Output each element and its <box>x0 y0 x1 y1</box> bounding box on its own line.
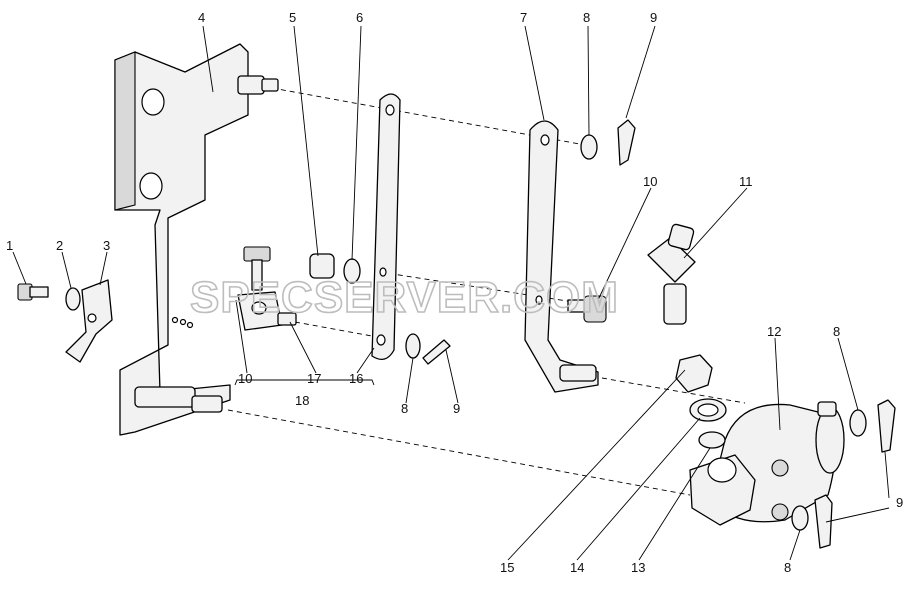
cotter-pin-lower-part <box>422 339 451 365</box>
leader-lines <box>12 25 890 561</box>
callout-5: 5 <box>289 10 296 25</box>
callout-11: 11 <box>739 174 753 189</box>
callout-13: 13 <box>631 560 645 575</box>
callout-4: 4 <box>198 10 205 25</box>
mounting-plate-part <box>65 279 113 363</box>
washer-right-upper-part <box>849 409 867 437</box>
nut-part <box>309 253 335 279</box>
swivel-fitting-part <box>647 223 696 325</box>
gasket-part <box>689 398 727 422</box>
clamp-bolt-part <box>237 246 297 331</box>
callout-8-middle: 8 <box>401 401 408 416</box>
callout-1: 1 <box>6 238 13 253</box>
callout-17: 17 <box>307 371 321 386</box>
callout-10-right: 10 <box>643 174 657 189</box>
o-ring-part <box>698 431 726 449</box>
washer-upper-part <box>580 134 598 160</box>
callout-18: 18 <box>295 393 309 408</box>
callout-16: 16 <box>349 371 363 386</box>
callout-9-middle: 9 <box>453 401 460 416</box>
main-bracket-part <box>114 43 279 436</box>
callout-8-right: 8 <box>833 324 840 339</box>
actuator-cylinder-part <box>689 401 845 526</box>
callout-labels: 1 2 3 4 5 6 7 8 9 10 11 12 8 8 8 9 9 10 … <box>6 10 903 575</box>
cotter-pin-right-upper-part <box>877 399 896 453</box>
callout-12: 12 <box>767 324 781 339</box>
callout-3: 3 <box>103 238 110 253</box>
callout-9-right: 9 <box>896 495 903 510</box>
callout-7: 7 <box>520 10 527 25</box>
callout-6: 6 <box>356 10 363 25</box>
callout-10-left: 10 <box>238 371 252 386</box>
washer-right-lower-part <box>791 505 809 531</box>
callout-8-bottom: 8 <box>784 560 791 575</box>
watermark-text: SPECSERVER.COM <box>190 273 619 322</box>
callout-15: 15 <box>500 560 514 575</box>
cotter-pin-right-lower-part <box>814 494 833 549</box>
callout-14: 14 <box>570 560 584 575</box>
callout-8-upper: 8 <box>583 10 590 25</box>
lock-washer-part <box>65 287 81 311</box>
bolt-right-part <box>567 295 607 323</box>
link-rod-part <box>371 93 401 361</box>
nut-large-part <box>675 354 713 393</box>
cotter-pin-upper-part <box>617 119 636 166</box>
callout-2: 2 <box>56 238 63 253</box>
washer-lower-part <box>405 333 421 359</box>
callout-9-upper: 9 <box>650 10 657 25</box>
bolt-part <box>17 283 49 301</box>
lever-part <box>524 120 599 393</box>
